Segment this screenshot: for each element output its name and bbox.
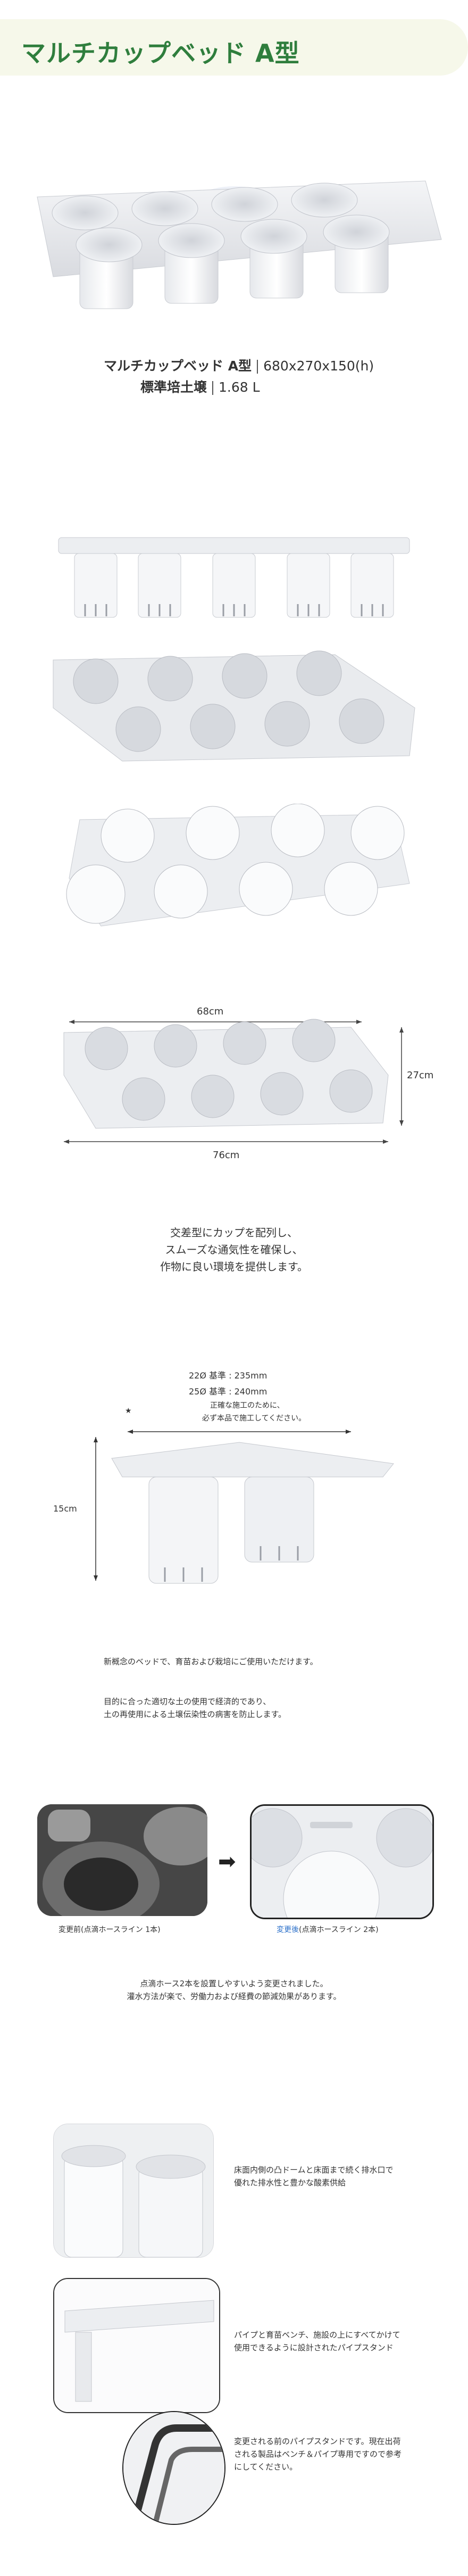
dimension-drawing	[53, 1011, 425, 1150]
spec-name: マルチカップベッド A型	[104, 358, 252, 374]
detail1-line2: 優れた排水性と豊かな酸素供給	[234, 2178, 346, 2187]
feature1-line2: スムーズな通気性を確保し、	[165, 1243, 303, 1256]
desc2: 目的に合った適切な土の使用で経済的であり、 土の再使用による土壌伝染性の病害を防…	[104, 1695, 286, 1721]
feature1-text: 交差型にカップを配列し、 スムーズな通気性を確保し、 作物に良い環境を提供します…	[0, 1224, 468, 1275]
feature1-line1: 交差型にカップを配列し、	[170, 1226, 298, 1239]
detail1-line1: 床面内側の凸ドームと床面まで続く排水口で	[234, 2165, 394, 2175]
desc1: 新概念のベッドで、育苗および栽培にご使用いただけます。	[104, 1657, 318, 1666]
desc3-line2: 灌水方法が楽で、労働力および経費の節減効果があります。	[127, 1992, 341, 2001]
detail2-photo	[53, 2278, 220, 2413]
spec-soil-label: 標準培土壌	[140, 379, 207, 395]
cross-height-line	[93, 1437, 98, 1581]
desc2-line2: 土の再使用による土壌伝染性の病害を防止します。	[104, 1710, 287, 1719]
arrow-right-icon: ➡	[218, 1850, 236, 1874]
detail3-line3: にしてください。	[234, 2462, 298, 2472]
detail3-line2: される製品はベンチ＆パイプ専用ですので参考	[234, 2449, 402, 2459]
spec-line-soil: 標準培土壌 1.68 L	[140, 377, 260, 396]
detail3-line1: 変更される前のパイプスタンドです。現在出荷	[234, 2437, 401, 2446]
dim-width-bottom: 76cm	[213, 1150, 240, 1161]
detail2-text: パイプと育苗ベンチ、施設の上にすべてかけて 使用できるように設計されたパイプスタ…	[234, 2329, 400, 2354]
top-view-image	[48, 649, 420, 766]
dim-width-top: 68cm	[197, 1006, 224, 1017]
spec-divider	[212, 381, 214, 395]
page-title: マルチカップベッド A型	[21, 39, 300, 68]
spec-size: 680x270x150(h)	[263, 358, 374, 374]
cross-section-image	[106, 1426, 404, 1591]
detail2-line2: 使用できるように設計されたパイプスタンド	[234, 2343, 394, 2352]
side-view-image	[53, 532, 415, 623]
feature1-line3: 作物に良い環境を提供します。	[160, 1260, 308, 1273]
desc2-line1: 目的に合った適切な土の使用で経済的であり、	[104, 1697, 271, 1706]
desc3: 点滴ホース2本を設置しやすいよう変更されました。 灌水方法が楽で、労働力および経…	[0, 1977, 468, 2003]
dim-depth: 27cm	[407, 1070, 434, 1081]
compare-after-rest: (点滴ホースライン 2本)	[299, 1926, 379, 1934]
detail3-text: 変更される前のパイプスタンドです。現在出荷 される製品はベンチ＆パイプ専用ですの…	[234, 2435, 402, 2473]
compare-after-prefix: 変更後	[277, 1926, 299, 1934]
bottom-view-image	[48, 804, 420, 942]
compare-after-photo	[250, 1804, 434, 1919]
detail1-photo	[53, 2124, 214, 2258]
cross-note-bullet: ★	[125, 1407, 132, 1415]
compare-before-photo	[37, 1804, 207, 1916]
title-banner	[0, 19, 468, 76]
cross-height: 15cm	[53, 1504, 77, 1514]
spec-soil-value: 1.68 L	[219, 379, 260, 395]
desc3-line1: 点滴ホース2本を設置しやすいよう変更されました。	[140, 1979, 328, 1988]
hero-product-image	[21, 176, 447, 330]
cross-std25: 25Ø 基準 : 240mm	[189, 1386, 268, 1397]
compare-after-label: 変更後(点滴ホースライン 2本)	[277, 1924, 379, 1936]
detail3-photo	[122, 2411, 225, 2525]
spec-line-size: マルチカップベッド A型 680x270x150(h)	[104, 356, 374, 375]
cross-note1: 正確な施工のために、	[210, 1401, 285, 1410]
cross-std22: 22Ø 基準 : 235mm	[189, 1370, 268, 1381]
compare-before-label: 変更前(点滴ホースライン 1本)	[59, 1926, 161, 1934]
detail1-text: 床面内側の凸ドームと床面まで続く排水口で 優れた排水性と豊かな酸素供給	[234, 2164, 394, 2189]
spec-divider	[257, 360, 258, 374]
cross-note2: 必ず本品で施工してください。	[202, 1414, 306, 1423]
detail2-line1: パイプと育苗ベンチ、施設の上にすべてかけて	[234, 2330, 400, 2340]
